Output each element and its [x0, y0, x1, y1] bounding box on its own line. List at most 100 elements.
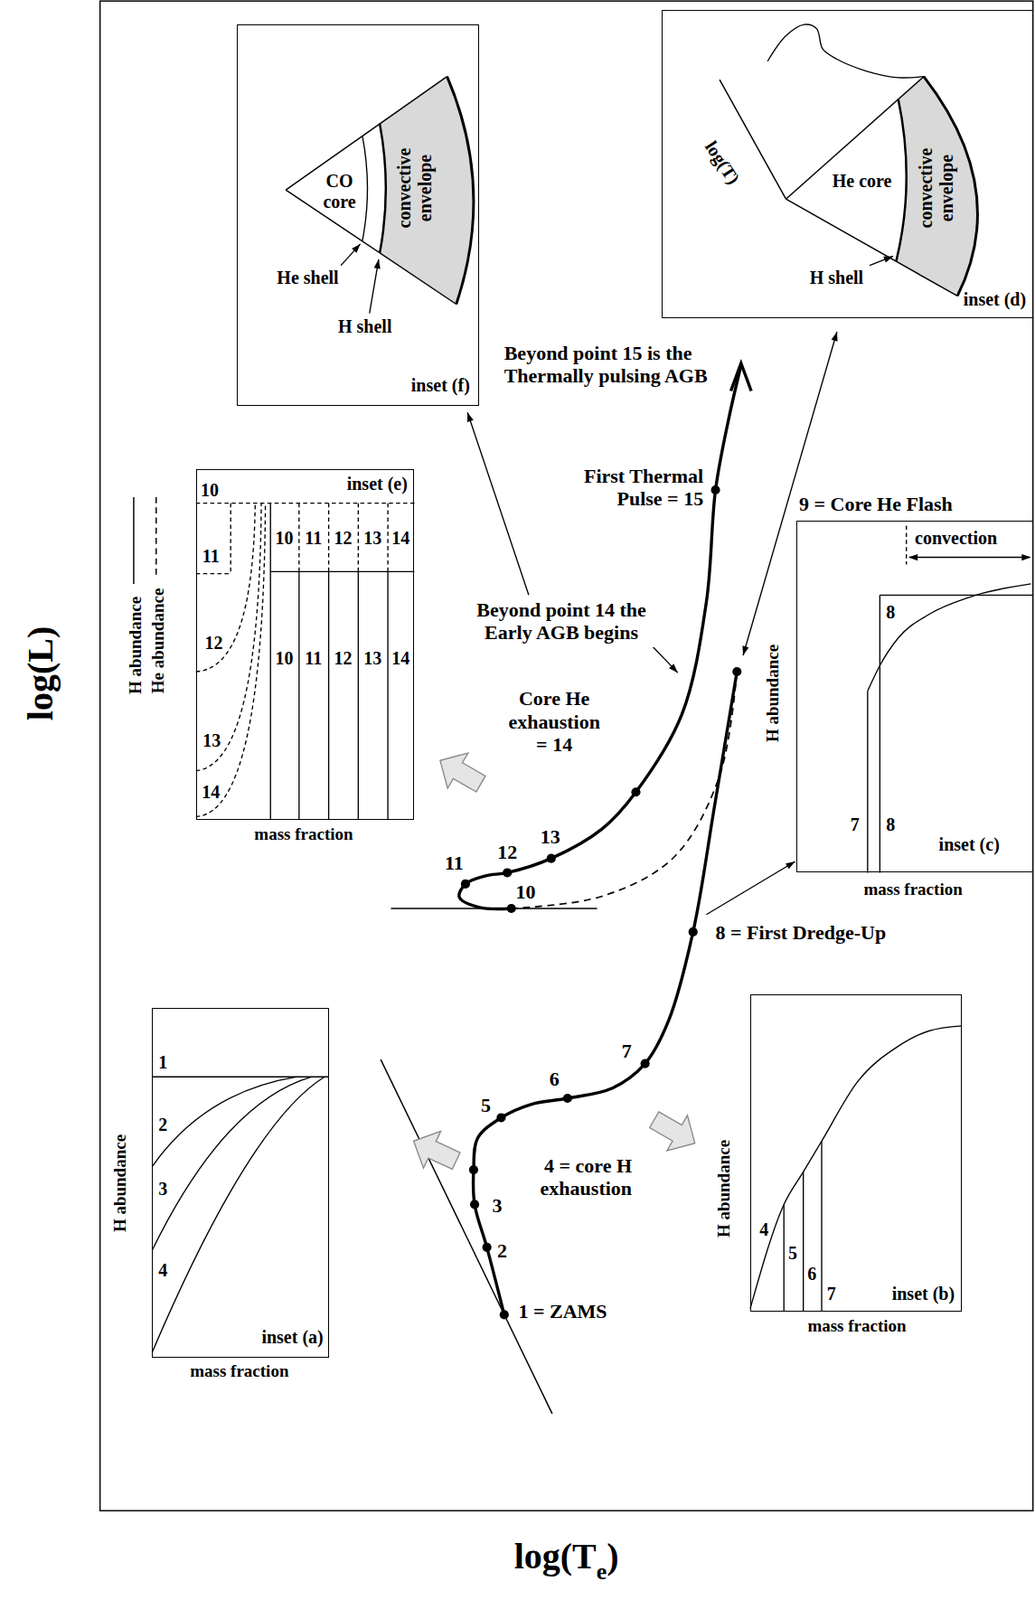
core-label: CO core: [319, 170, 360, 213]
phase-note: 9 = Core He Flash: [798, 492, 954, 516]
axis-label: H abundance: [763, 643, 784, 744]
shell-label: H shell: [337, 315, 393, 337]
track-point: [710, 485, 720, 495]
profile-number: 14: [390, 647, 411, 669]
shell-label: H shell: [809, 266, 865, 288]
axis-title-group: log(Te): [514, 1536, 620, 1577]
track-point: [502, 867, 512, 877]
h-abundance-profile: [879, 594, 1033, 596]
inset-panel: convection8H abundance78inset (c)mass fr…: [796, 520, 1034, 874]
point-number: 13: [539, 825, 562, 848]
region-label: convection: [913, 526, 998, 548]
point-number: 12: [496, 840, 518, 864]
convective-envelope-shading: [895, 76, 978, 297]
profile-number: 14: [200, 780, 221, 802]
he-abundance-profile: [357, 503, 359, 573]
inset-title: inset (d): [962, 289, 1027, 311]
axis-title: log(L): [19, 625, 62, 722]
arrow-head: [908, 554, 918, 561]
arrow-head: [668, 663, 678, 673]
inset-title: inset (a): [260, 1326, 324, 1347]
axis-subscript: e: [596, 1559, 608, 1586]
axis-title: ): [606, 1536, 619, 1577]
track-point: [461, 879, 471, 889]
profile-number: 10: [274, 526, 295, 548]
inset-panel: 10inset (e)1011121314111210111213141314m…: [196, 469, 415, 819]
inset-panel: CO core convective envelope He shell H shel…: [236, 24, 480, 406]
track-point: [563, 1093, 573, 1103]
profile-number: 7: [849, 813, 861, 835]
leader-line: [467, 412, 529, 595]
arrow-head: [831, 331, 838, 342]
h-abundance-profile: [750, 1025, 962, 1309]
profile-number: 7: [826, 1283, 838, 1305]
inset-panel: log(T)He coreconvective envelopeH shelli…: [661, 9, 1034, 319]
profile-number: 4: [758, 1219, 770, 1241]
phase-note: Beyond point 14 the Early AGB begins: [470, 597, 653, 644]
h-abundance-profile: [802, 1171, 804, 1312]
legend-sample: [132, 497, 134, 584]
phase-note: Core He exhaustion = 14: [504, 686, 604, 756]
he-shell-boundary: [362, 135, 368, 241]
star-surface: [447, 76, 474, 305]
h-shell-boundary: [379, 123, 386, 254]
track-point: [482, 1242, 492, 1252]
he-abundance-profile: [328, 503, 330, 573]
track-arrow-head: [731, 363, 753, 391]
main-sequence-line: [380, 1059, 553, 1414]
arrow-head: [351, 244, 360, 254]
illustration-layer: [100, 0, 1034, 1511]
profile-number: 4: [157, 1260, 169, 1281]
h-abundance-profile: [357, 571, 359, 819]
h-abundance-profile: [820, 1140, 822, 1312]
profile-number: 13: [201, 730, 222, 752]
legend-text: He abundance: [148, 587, 169, 696]
legend-text: H abundance: [125, 595, 146, 696]
track-point: [546, 854, 556, 864]
h-abundance-profile: [783, 1204, 785, 1312]
arrow-head: [785, 861, 796, 869]
profile-number: 3: [157, 1177, 169, 1199]
evolution-track: [459, 365, 742, 909]
he-abundance-profile: [196, 573, 231, 574]
inset-title: inset (e): [346, 472, 409, 494]
arrow-head: [374, 259, 381, 270]
region-label: convective envelope: [394, 144, 436, 232]
convection-boundary: [905, 526, 907, 565]
phase-note: 4 = core H exhaustion: [531, 1154, 633, 1201]
arrow-head: [742, 645, 749, 656]
shell-label: He shell: [275, 266, 339, 288]
inset-title: inset (f): [410, 375, 471, 396]
h-abundance-profile: [270, 571, 414, 573]
h-abundance-profile: [328, 571, 330, 819]
convective-envelope-shading: [379, 76, 474, 305]
star-wedge-edge: [785, 76, 923, 200]
point-number: 7: [621, 1039, 633, 1063]
figure-frame: [100, 0, 1034, 1511]
point-number: 2: [496, 1240, 509, 1263]
axis-title: log(T: [514, 1536, 597, 1577]
he-abundance-profile: [230, 503, 232, 574]
pointer-arrow: [643, 1101, 706, 1161]
phase-note: Beyond point 15 is the Thermally pulsing…: [503, 341, 727, 388]
h-abundance-profile: [270, 503, 272, 820]
track-point: [470, 1199, 480, 1209]
inset-title: inset (b): [891, 1283, 956, 1305]
profile-number: 8: [884, 602, 896, 623]
h-abundance-profile: [151, 1076, 329, 1078]
he-abundance-profile: [196, 503, 255, 672]
h-abundance-profile: [867, 583, 1032, 692]
point-number: 5: [479, 1093, 492, 1117]
inset-panel: H abundance4567inset (b)mass fraction: [750, 994, 962, 1312]
he-abundance-profile: [196, 503, 262, 772]
point-number: 3: [490, 1194, 503, 1217]
track-point: [469, 1165, 479, 1175]
h-abundance-profile: [386, 571, 388, 819]
h-abundance-profile: [298, 571, 300, 819]
he-abundance-level: [196, 502, 415, 504]
core-label: He core: [831, 170, 894, 192]
phase-note: 8 = First Dredge-Up: [714, 921, 887, 944]
track-point: [507, 903, 517, 913]
arrow-head: [1021, 554, 1031, 561]
